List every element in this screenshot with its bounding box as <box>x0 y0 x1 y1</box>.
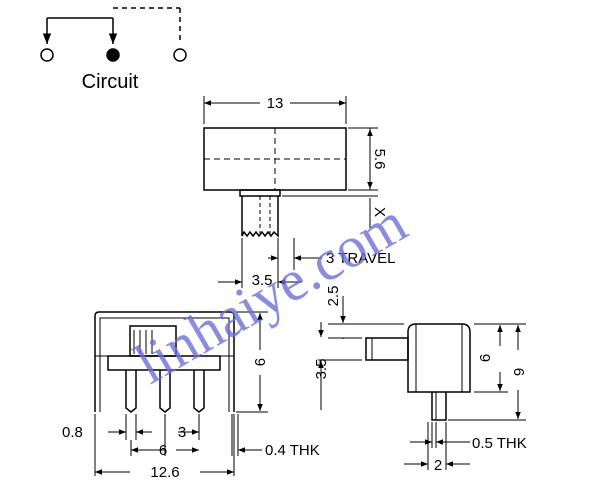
circuit-label: Circuit <box>82 71 139 93</box>
dim-side-body: 6 <box>477 354 494 362</box>
contact-left <box>40 48 54 62</box>
dim-front-total: 12.6 <box>150 464 179 481</box>
front-view <box>94 311 268 476</box>
dim-side-pin-width: 2 <box>434 457 442 474</box>
dim-travel: 3 TRAVEL <box>326 250 395 267</box>
front-bracket <box>94 311 235 412</box>
dim-front-pitch-6: 6 <box>159 442 167 459</box>
side-body <box>407 323 471 393</box>
front-base <box>107 355 221 371</box>
contact-right <box>173 48 187 62</box>
dim-front-thickness: 0.4 THK <box>265 442 320 459</box>
dim-side-knob-height: 2.5 <box>325 286 342 307</box>
dim-side-total: 9 <box>511 368 528 376</box>
dim-side-shaft: 3.5 <box>313 359 330 380</box>
dim-front-pitch-3: 3 <box>178 424 186 441</box>
front-pin-1 <box>125 370 137 413</box>
dim-top-width: 13 <box>267 95 284 112</box>
circuit-symbol <box>40 7 187 62</box>
top-actuator-base <box>239 189 281 197</box>
side-pin <box>431 392 447 421</box>
dim-top-height: 5.6 <box>371 149 388 170</box>
side-shaft <box>365 337 409 361</box>
front-pin-3 <box>193 370 205 413</box>
dim-front-pin-gap: 0.8 <box>62 424 83 441</box>
watermark: linhaiye.com <box>124 189 417 396</box>
front-pin-2 <box>159 370 171 413</box>
dim-side-thickness: 0.5 THK <box>472 435 527 452</box>
top-knob <box>241 196 279 238</box>
dim-front-height: 9 <box>251 358 268 366</box>
contact-common <box>106 48 120 62</box>
side-view <box>318 296 526 470</box>
dim-x-mark: X <box>371 207 388 217</box>
top-view <box>203 96 378 288</box>
dim-knob-width: 3.5 <box>252 272 273 289</box>
